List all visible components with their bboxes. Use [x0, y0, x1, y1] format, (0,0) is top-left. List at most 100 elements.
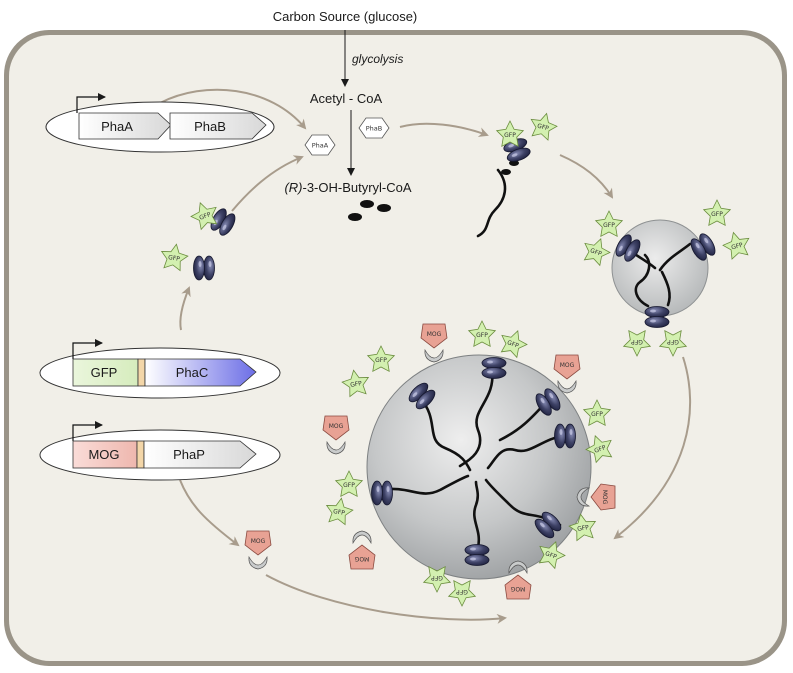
gfp-small-2: GFP [583, 237, 611, 267]
plasmid-phaA-phaB: PhaA PhaB [45, 93, 275, 153]
mog-label: MOG [560, 362, 575, 369]
gfp-free-2: GFP [160, 243, 189, 272]
product-name: -3-OH-Butyryl-CoA [302, 180, 411, 195]
gfp-label: GFP [350, 380, 363, 389]
mog-phap-large-5: MOG [348, 530, 376, 570]
gfp-label: GFP [591, 411, 603, 418]
gene-phaB [169, 112, 267, 140]
phac-large-2 [408, 382, 436, 410]
gfp-nascent-1: GFP [495, 120, 525, 148]
phac-small-2 [690, 233, 716, 261]
phac-small-3 [644, 306, 670, 328]
mog-label: MOG [427, 331, 442, 338]
mog-label: MOG [329, 423, 344, 430]
gfp-small-1: GFP [594, 210, 624, 238]
mog-label: MOG [510, 585, 525, 592]
gfp-large-3: GFP [366, 345, 396, 373]
gene-phaB-label: PhaB [194, 119, 226, 134]
gfp-large-4: GFP [341, 369, 370, 398]
gene-phaA-label: PhaA [101, 119, 133, 134]
gfp-label: GFP [544, 550, 558, 561]
gfp-label: GFP [333, 508, 346, 517]
gfp-label: GFP [168, 254, 181, 263]
gfp-small-6: GFP [658, 329, 688, 357]
gfp-label: GFP [631, 338, 643, 345]
gene-gfp-label: GFP [91, 365, 118, 380]
gfp-label: GFP [198, 211, 212, 222]
gfp-label: GFP [504, 132, 516, 139]
phaB-enzyme-label: PhaB [366, 125, 382, 133]
plasmid-mog-phaP: MOG PhaP [39, 421, 281, 481]
gfp-label: GFP [431, 574, 443, 581]
phac-small-1 [615, 234, 641, 262]
gfp-large-10: GFP [538, 540, 566, 570]
phac-large-1 [481, 357, 507, 379]
gene-phaC [144, 358, 257, 387]
gene-mog-label: MOG [88, 447, 119, 462]
gfp-label: GFP [711, 211, 723, 218]
phac-large-4 [464, 544, 490, 566]
gfp-label: GFP [506, 339, 520, 350]
phaB-enzyme: PhaB [358, 117, 390, 139]
glycolysis-label: glycolysis [352, 52, 403, 66]
mog-phap-large-6: MOG [504, 560, 532, 600]
gfp-large-8: GFP [585, 434, 613, 464]
mog-phap-large-2: MOG [553, 354, 581, 394]
gfp-large-2: GFP [500, 329, 528, 359]
gfp-large-12: GFP [447, 579, 477, 607]
mog-label: MOG [354, 555, 369, 562]
gene-linker [137, 358, 146, 387]
mog-phap-large-4: MOG [576, 483, 616, 511]
gfp-small-5: GFP [622, 329, 652, 357]
phac-proteins [193, 138, 716, 566]
gfp-label: GFP [603, 222, 615, 229]
cycle-arrows [159, 88, 692, 624]
mog-label: MOG [251, 538, 266, 545]
phac-free-1 [210, 208, 236, 236]
small-granule-chains [630, 242, 692, 308]
gene-linker-2 [136, 440, 145, 469]
large-granule-chains [378, 368, 567, 549]
phac-large-5 [534, 511, 562, 539]
mog-phap-proteins: MOG MOG MOG MOG MOG MOG MOG [244, 323, 616, 600]
mog-label: MOG [601, 490, 608, 505]
plasmid-gfp-phaC: GFP PhaC [39, 339, 281, 399]
gfp-nascent-2: GFP [530, 112, 558, 141]
gfp-label: GFP [577, 524, 590, 533]
gene-phaP [143, 440, 257, 469]
gene-phaA [78, 112, 172, 140]
phac-large-3 [371, 480, 393, 506]
phac-large-6 [554, 423, 576, 449]
acetyl-coa-label: Acetyl - CoA [310, 91, 383, 106]
gfp-large-5: GFP [334, 470, 364, 498]
gfp-label: GFP [667, 338, 679, 345]
gene-phaP-label: PhaP [173, 447, 205, 462]
gfp-free-1: GFP [190, 201, 218, 231]
gene-gfp [72, 358, 139, 387]
phac-free-2 [193, 255, 215, 281]
mog-phap-free: MOG [244, 530, 272, 570]
gfp-label: GFP [731, 241, 745, 251]
gfp-label: GFP [589, 247, 603, 258]
gene-phaC-label: PhaC [176, 365, 209, 380]
carbon-source-label: Carbon Source (glucose) [273, 9, 418, 24]
gfp-label: GFP [536, 123, 550, 133]
mog-phap-large-1: MOG [420, 323, 448, 363]
gfp-label: GFP [476, 332, 488, 339]
nascent-chains [476, 168, 507, 238]
phac-large-7 [535, 388, 561, 416]
gfp-large-6: GFP [325, 497, 354, 526]
butyryl-coa-label: (R)-3-OH-Butyryl-CoA [284, 180, 411, 195]
gfp-label: GFP [343, 482, 355, 489]
gfp-small-4: GFP [722, 231, 750, 260]
r-prefix: (R) [284, 180, 302, 195]
phaA-enzyme-label: PhaA [312, 142, 329, 150]
phb-monomers [348, 200, 391, 221]
gfp-label: GFP [456, 588, 468, 595]
gfp-large-1: GFP [467, 320, 497, 348]
gfp-large-9: GFP [568, 513, 597, 542]
phaA-enzyme: PhaA [304, 134, 336, 156]
gene-mog [72, 440, 138, 469]
